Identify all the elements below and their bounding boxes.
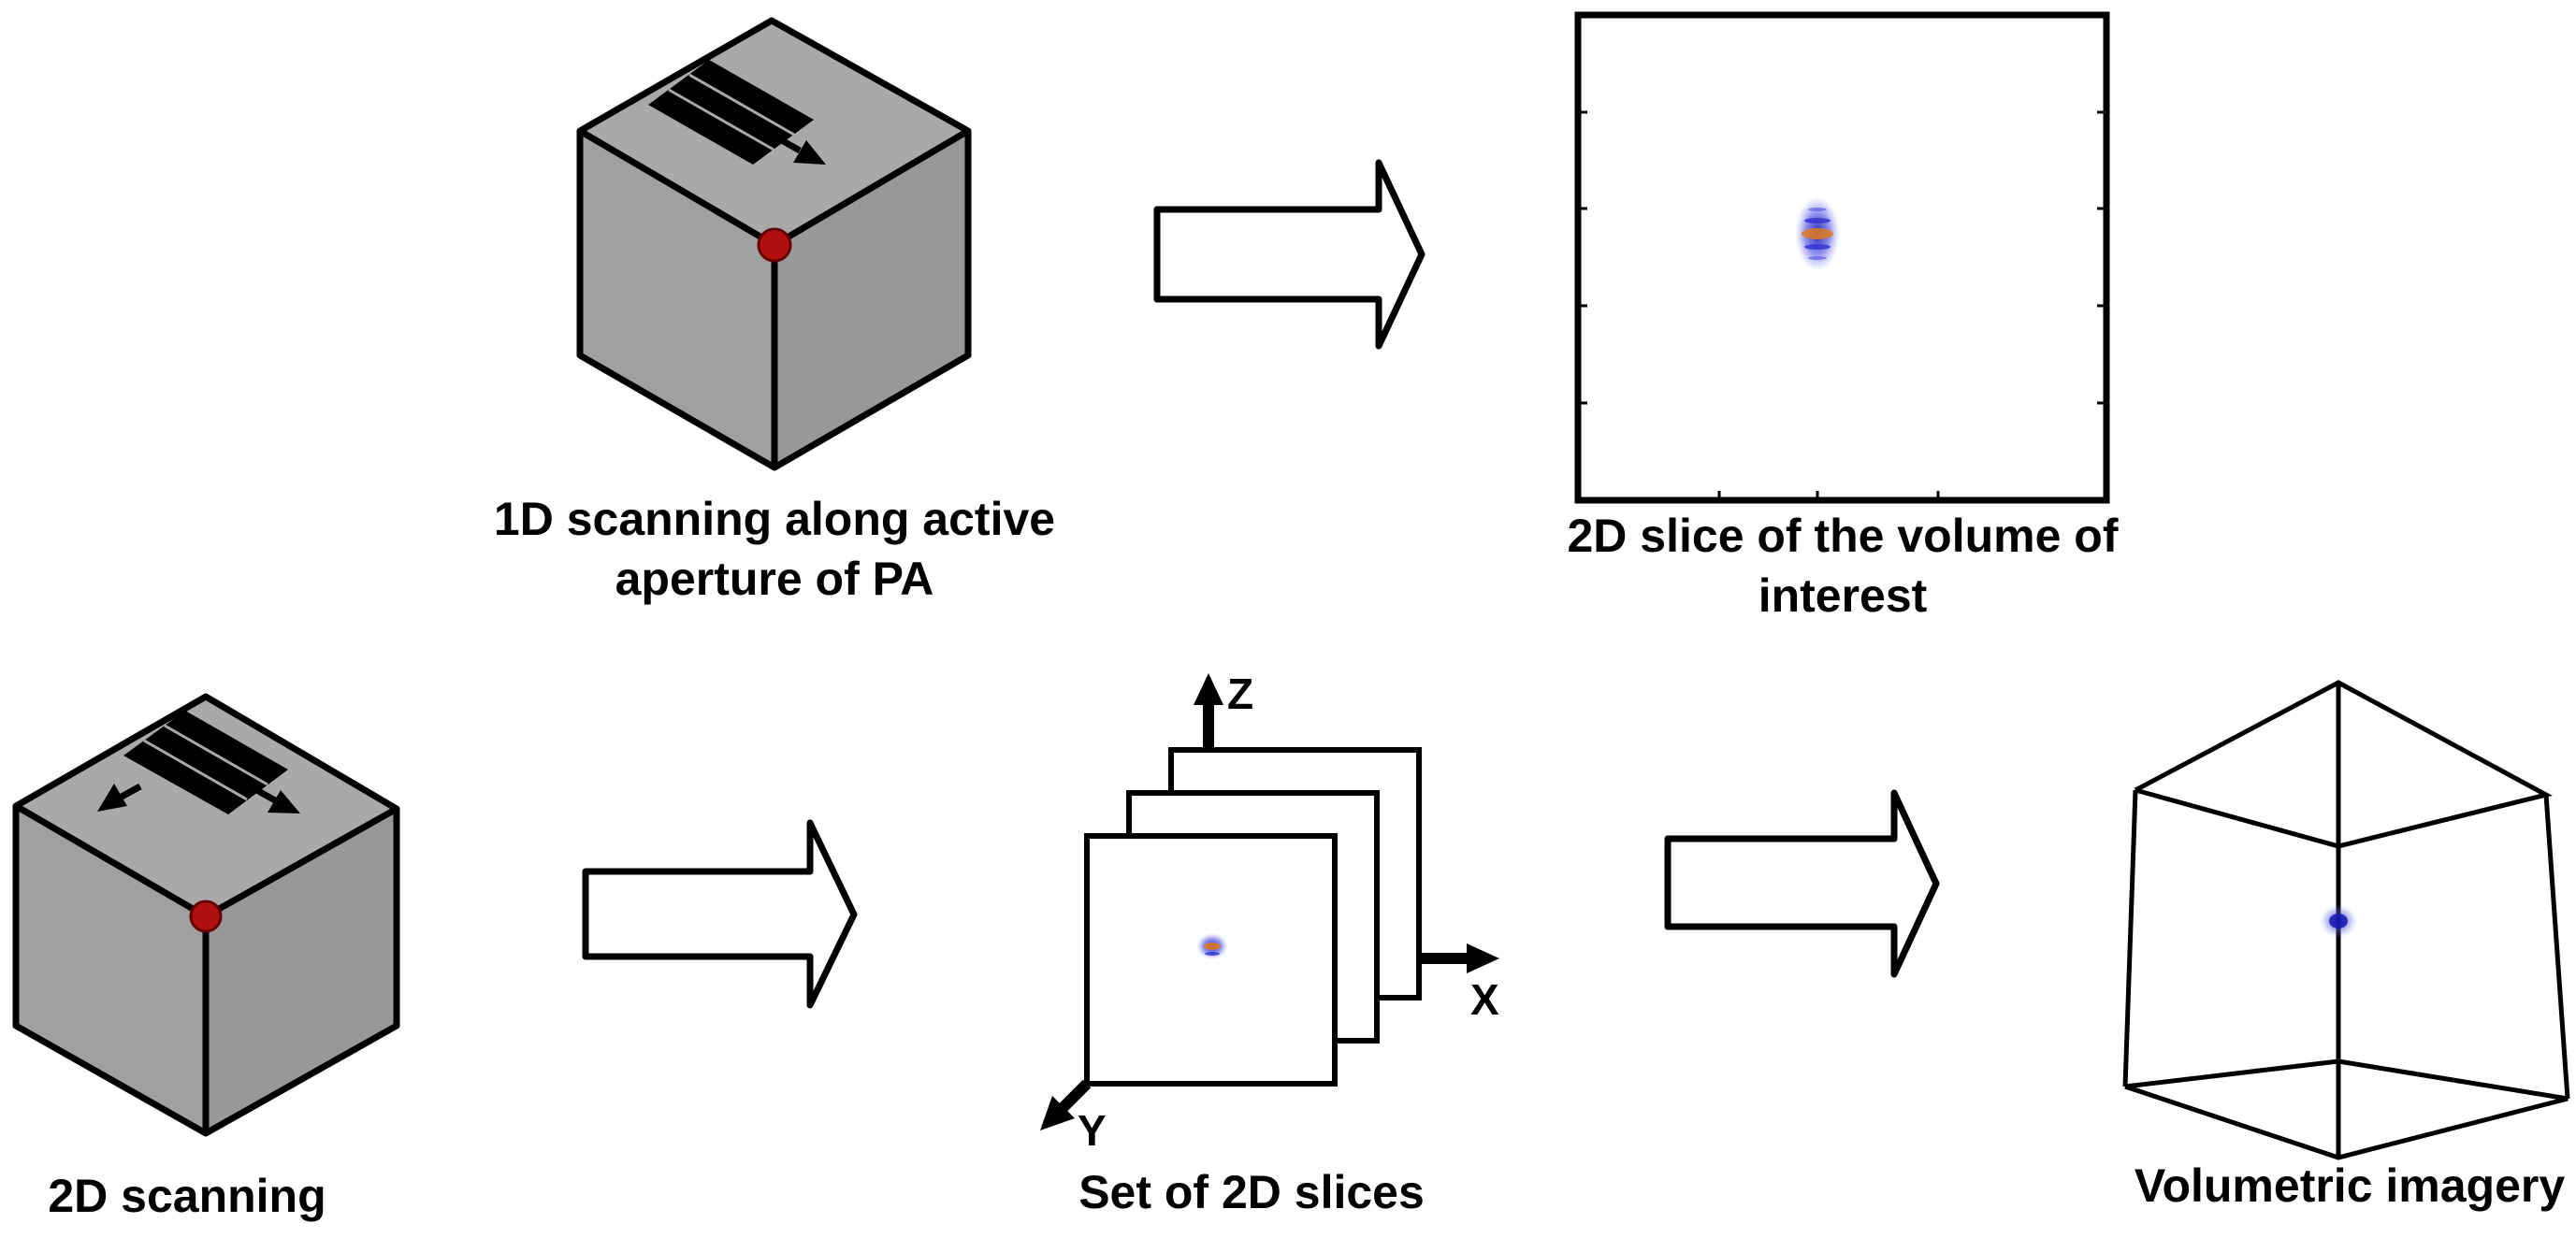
- process-arrow-bottom-left: [582, 819, 858, 1009]
- scan-direction-arrow-left: [97, 783, 142, 812]
- y-axis-label: Y: [1078, 1106, 1107, 1155]
- z-axis-label: Z: [1227, 669, 1253, 718]
- scan-direction-arrow-right: [243, 780, 300, 813]
- label-1d-scanning-line1: 1D scanning along active: [494, 493, 1055, 545]
- label-set-of-slices: Set of 2D slices: [1078, 1166, 1425, 1218]
- y-axis-arrow: [1040, 1079, 1092, 1130]
- z-axis-arrow: [1194, 673, 1223, 750]
- label-2d-scanning: 2D scanning: [48, 1170, 326, 1222]
- cube-2d-scanning: [12, 693, 400, 1137]
- slice-2d-plot: [1574, 11, 2110, 504]
- target-point-icon: [189, 900, 223, 933]
- volumetric-wireframe: [2122, 680, 2570, 1160]
- slice-front: [1084, 833, 1338, 1087]
- cube-1d-scanning: [576, 17, 972, 471]
- x-axis-label: X: [1470, 975, 1499, 1024]
- psf-spot-small: [1196, 933, 1228, 959]
- scan-direction-arrow: [763, 127, 826, 165]
- volume-psf-spot: [2320, 904, 2357, 938]
- x-axis-arrow: [1419, 943, 1499, 973]
- process-arrow-top: [1153, 159, 1425, 350]
- label-volumetric-imagery: Volumetric imagery: [2135, 1159, 2566, 1212]
- label-1d-scanning-line2: aperture of PA: [615, 553, 934, 605]
- label-2d-slice-line1: 2D slice of the volume of: [1567, 510, 2118, 562]
- probe-array-icon: [123, 711, 288, 814]
- process-arrow-bottom-right: [1664, 789, 1940, 978]
- slice-stack: Z X Y: [1040, 669, 1499, 1155]
- target-point-icon: [757, 227, 792, 263]
- label-2d-slice-line2: interest: [1758, 569, 1928, 622]
- psf-spot: [1795, 196, 1840, 271]
